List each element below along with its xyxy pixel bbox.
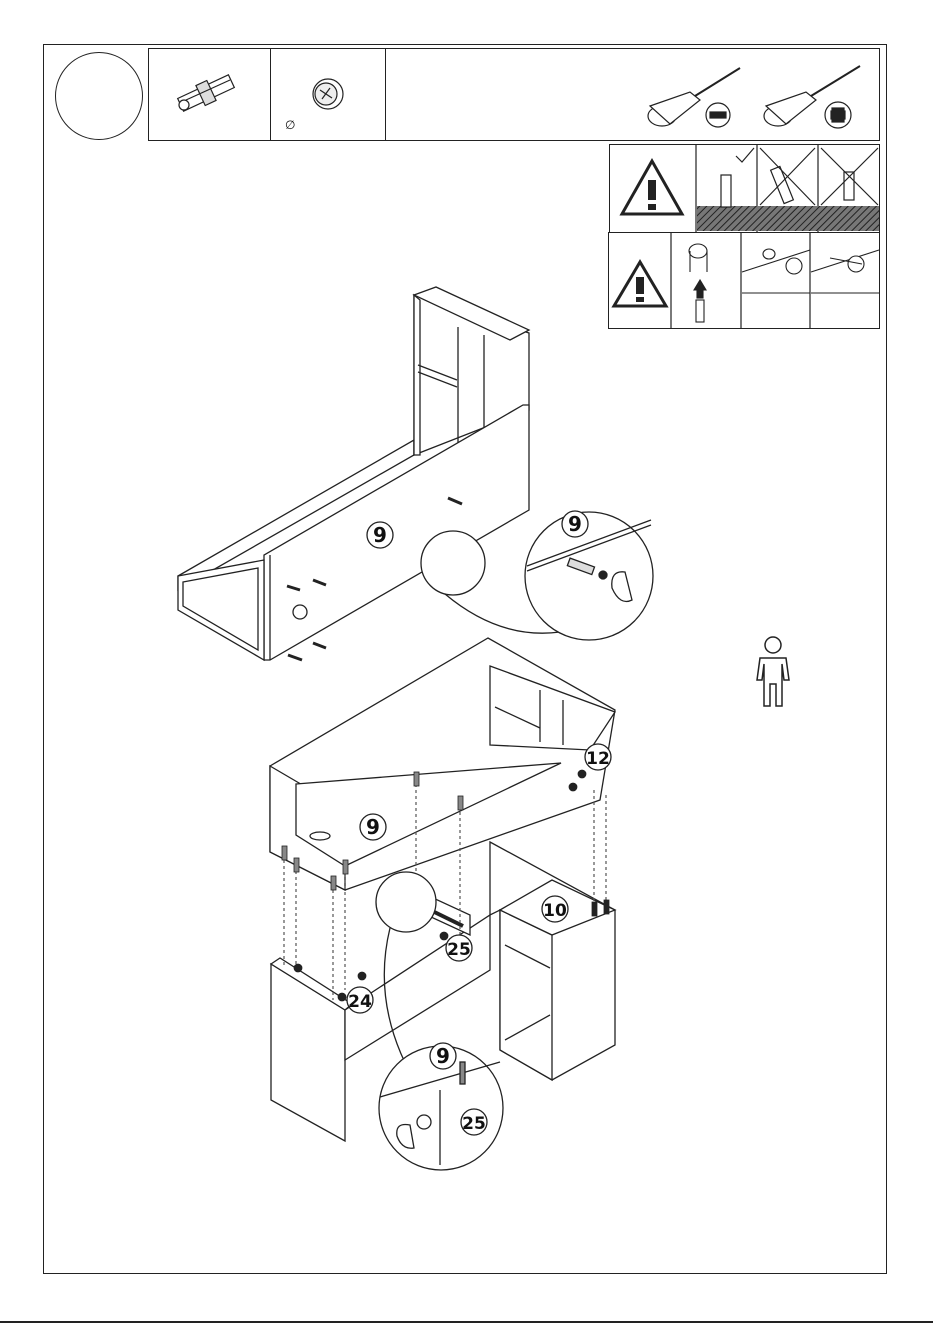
person-icon <box>757 637 789 706</box>
detail-circle-camlock-top <box>421 512 653 640</box>
hatched-surface <box>697 206 879 231</box>
phillips-screwdriver-icon <box>764 66 860 128</box>
callout-part-25: 25 <box>447 940 471 960</box>
callout-part-10: 10 <box>543 901 567 921</box>
warning-triangle-icon <box>614 262 666 306</box>
callout-detail-panel-9: 9 <box>436 1044 450 1068</box>
callout-panel-9-detail: 9 <box>568 512 582 536</box>
dowel-correct-icon <box>721 148 754 207</box>
callout-part-12: 12 <box>586 749 610 769</box>
dowel-wrong-loose-icon <box>821 148 878 205</box>
dowel-wrong-angled-icon <box>760 148 815 205</box>
cam-bolt-icon <box>178 75 235 111</box>
cam-lock-step-icons <box>689 244 879 322</box>
callout-panel-9-lower: 9 <box>366 815 380 839</box>
callout-detail-part-25: 25 <box>462 1114 486 1134</box>
callout-part-24: 24 <box>348 992 372 1012</box>
flat-screwdriver-icon <box>648 68 740 127</box>
callout-panel-9-upper: 9 <box>373 523 387 547</box>
warning-triangle-icon <box>622 161 682 214</box>
page-bottom-rule <box>0 1321 933 1323</box>
cam-lock-icon <box>313 79 343 109</box>
hutch-assembly-drawing <box>178 287 529 660</box>
